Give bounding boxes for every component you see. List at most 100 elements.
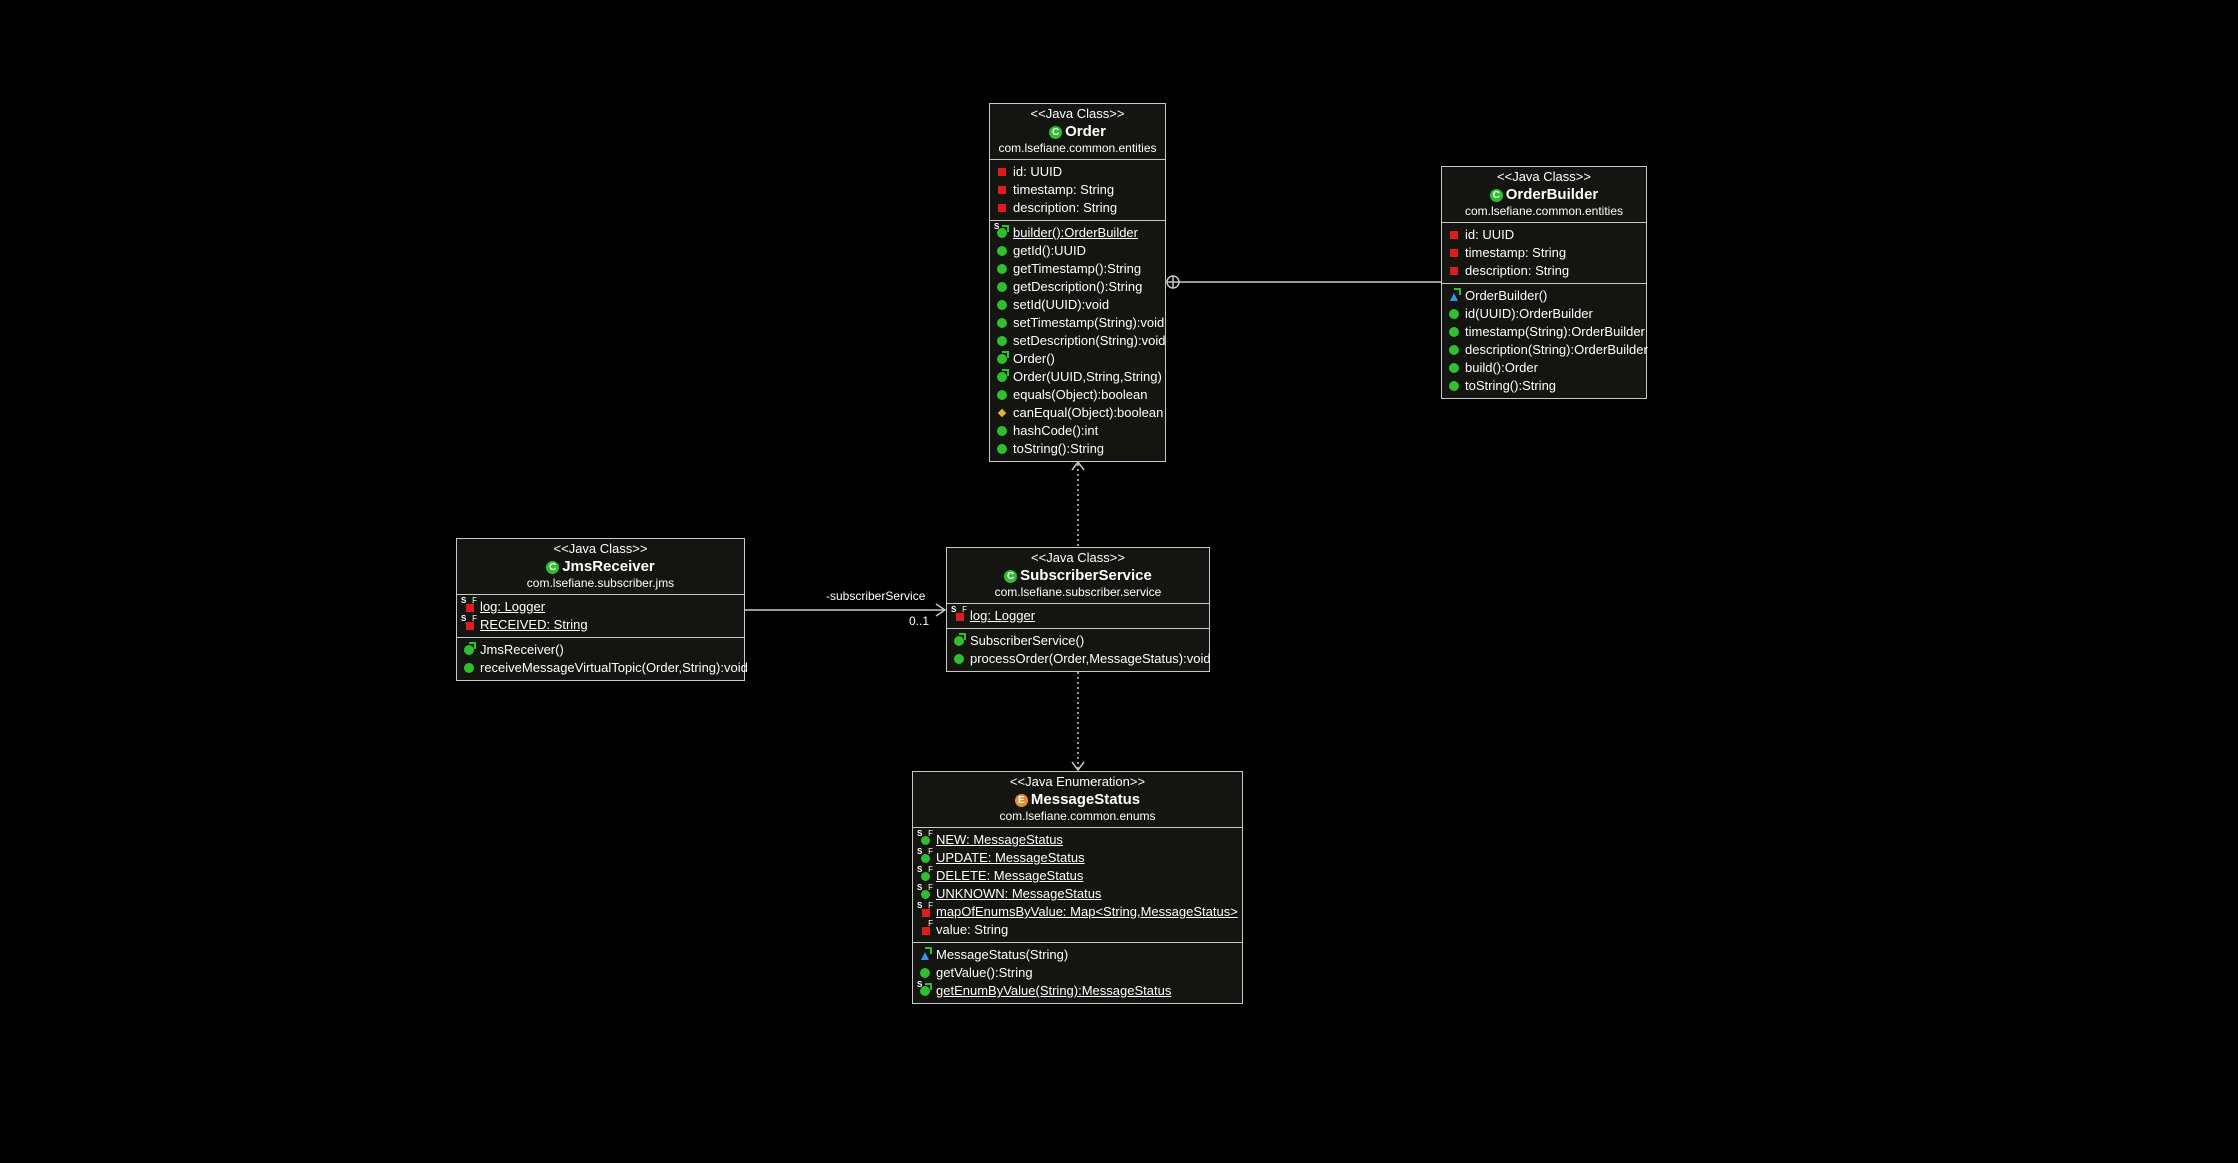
stereotype: <<Java Class>>	[1031, 550, 1125, 565]
method-row: getTimestamp():String	[996, 260, 1161, 278]
method-row: canEqual(Object):boolean	[996, 404, 1163, 422]
methods-section: OrderBuilder() id(UUID):OrderBuilder tim…	[1442, 283, 1648, 398]
field-row: description: String	[996, 199, 1161, 217]
method-row: toString():String	[996, 440, 1161, 458]
public-method-icon	[996, 335, 1008, 347]
public-method-icon	[1448, 308, 1460, 320]
static-public-method-icon: S	[917, 981, 932, 997]
class-badge-icon: C	[1004, 570, 1018, 583]
field-row: description: String	[1448, 262, 1642, 280]
dependency-arrowhead-up	[1071, 460, 1085, 471]
public-method-icon	[996, 281, 1008, 293]
public-method-icon	[996, 299, 1008, 311]
public-method-icon	[1448, 326, 1460, 338]
package-constructor-icon	[1448, 288, 1461, 302]
constructor-icon	[996, 351, 1009, 365]
method-row: receiveMessageVirtualTopic(Order,String)…	[463, 659, 748, 677]
public-method-icon	[996, 443, 1008, 455]
package-name: com.lsefiane.subscriber.jms	[526, 576, 675, 590]
private-constructor-icon	[919, 947, 932, 961]
stereotype: <<Java Class>>	[1030, 106, 1125, 121]
private-field-icon	[996, 202, 1008, 214]
method-row: setDescription(String):void	[996, 332, 1165, 350]
methods-section: JmsReceiver() receiveMessageVirtualTopic…	[457, 637, 748, 680]
constructor-icon	[996, 369, 1009, 383]
method-row: toString():String	[1448, 377, 1642, 395]
stereotype: <<Java Enumeration>>	[1009, 774, 1146, 789]
association-multiplicity-label: 0..1	[909, 614, 930, 628]
package-name: com.lsefiane.common.enums	[999, 809, 1156, 823]
constructor-icon	[953, 633, 966, 647]
method-row: processOrder(Order,MessageStatus):void	[953, 650, 1211, 668]
dependency-arrowhead-down	[1071, 761, 1085, 772]
method-row: timestamp(String):OrderBuilder	[1448, 323, 1645, 341]
private-field-icon	[996, 166, 1008, 178]
method-row: id(UUID):OrderBuilder	[1448, 305, 1642, 323]
methods-section: SubscriberService() processOrder(Order,M…	[947, 628, 1211, 671]
methods-section: MessageStatus(String) getValue():String …	[913, 942, 1242, 1003]
constructor-icon	[463, 642, 476, 656]
public-method-icon	[919, 967, 931, 979]
public-method-icon	[996, 389, 1008, 401]
method-row: MessageStatus(String)	[919, 946, 1238, 964]
package-name: com.lsefiane.common.entities	[1464, 204, 1624, 218]
field-row: id: UUID	[996, 163, 1161, 181]
final-field-icon: F	[919, 920, 933, 936]
method-row: setId(UUID):void	[996, 296, 1161, 314]
field-row: timestamp: String	[1448, 244, 1642, 262]
method-row: OrderBuilder()	[1448, 287, 1642, 305]
enum-badge-icon: E	[1014, 794, 1028, 807]
private-field-icon	[996, 184, 1008, 196]
public-method-icon	[1448, 380, 1460, 392]
method-row: Order(UUID,String,String)	[996, 368, 1162, 386]
stereotype: <<Java Class>>	[1497, 169, 1591, 184]
private-field-icon	[1448, 229, 1460, 241]
method-row: description(String):OrderBuilder	[1448, 341, 1648, 359]
method-row: getDescription():String	[996, 278, 1161, 296]
private-field-icon	[1448, 247, 1460, 259]
public-method-icon	[1448, 344, 1460, 356]
public-method-icon	[996, 245, 1008, 257]
public-method-icon	[996, 425, 1008, 437]
method-row: equals(Object):boolean	[996, 386, 1161, 404]
class-badge-icon: C	[546, 561, 560, 574]
method-row: build():Order	[1448, 359, 1642, 377]
class-badge-icon: C	[1049, 126, 1063, 139]
package-name: com.lsefiane.subscriber.service	[994, 585, 1162, 599]
field-row: id: UUID	[1448, 226, 1642, 244]
field-row: timestamp: String	[996, 181, 1161, 199]
public-method-icon	[996, 263, 1008, 275]
